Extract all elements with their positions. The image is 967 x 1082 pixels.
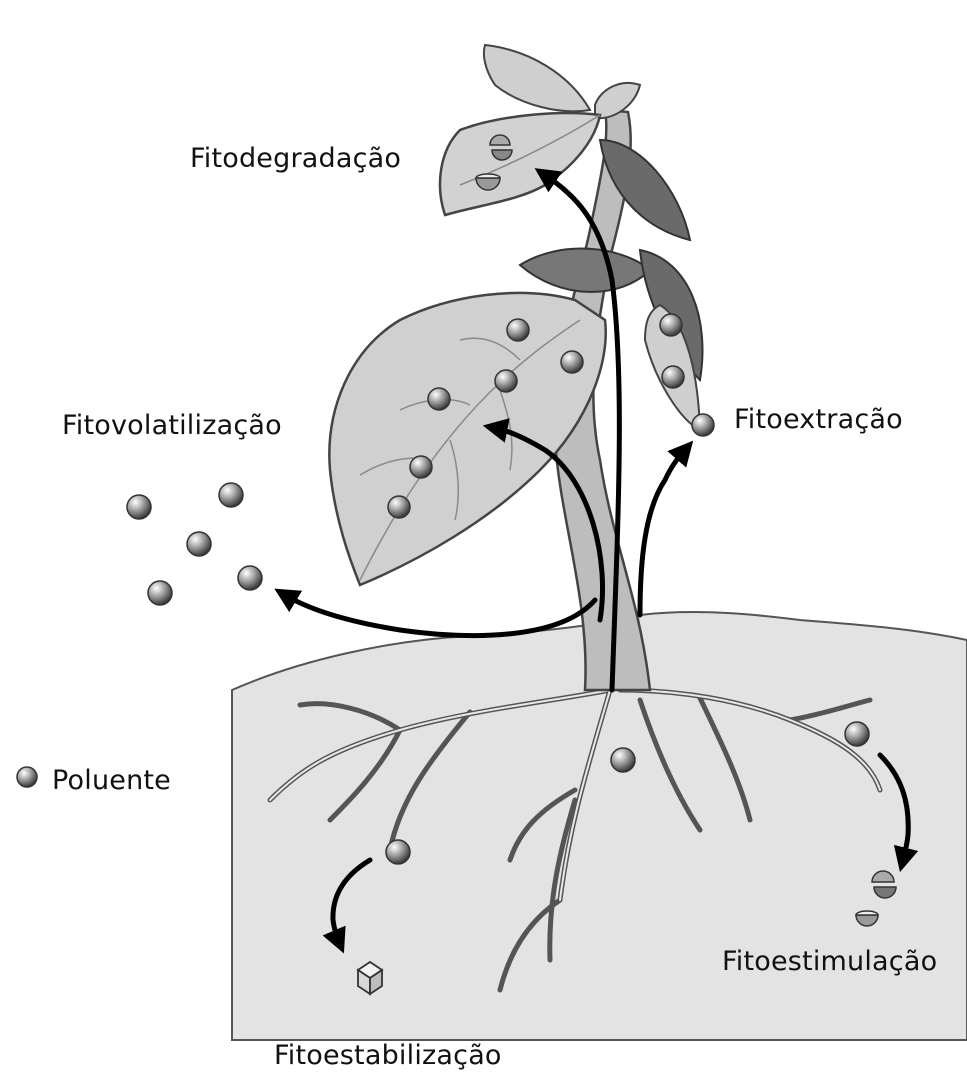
pollutant-ball [219,483,243,507]
pollutant-ball [845,722,869,746]
pollutant-ball [495,370,517,392]
pollutant-ball [386,840,410,864]
large-leaf [329,293,605,585]
pollutant-ball [127,495,151,519]
label-fitovolatilizacao: Fitovolatilização [62,410,282,441]
pollutant-ball [428,388,450,410]
half-ball [856,911,878,915]
pollutant-ball [148,581,172,605]
arrow-fitoextracao [640,450,685,615]
label-fitoextracao: Fitoextração [734,404,903,435]
pollutant-ball [660,314,682,336]
top-right-leaf [595,83,640,118]
pollutant-ball [561,351,583,373]
legend-label-poluente: Poluente [52,765,171,796]
stabilized-cube [358,962,382,994]
pollutant-ball [611,748,635,772]
dark-leaf-middle [520,249,650,292]
pollutant-ball [662,366,684,388]
pollutant-ball [388,496,410,518]
label-fitodegradacao: Fitodegradação [190,143,401,174]
half-ball [476,174,500,178]
pollutant-ball [187,532,211,556]
pollutant-ball [410,456,432,478]
label-fitoestabilizacao: Fitoestabilização [274,1040,502,1071]
label-fitoestimulacao: Fitoestimulação [722,946,937,977]
top-leaf [484,45,590,111]
pollutant-ball [507,319,529,341]
poluente-legend-ball [17,767,37,787]
pollutant-ball [692,414,714,436]
pollutant-ball [238,566,262,590]
